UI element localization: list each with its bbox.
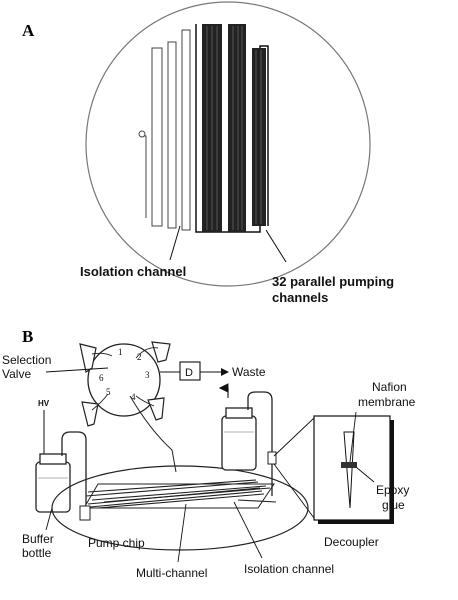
decoupler-zoom-box xyxy=(313,415,394,524)
reservoir-bottle xyxy=(221,407,257,471)
selection-valve-label-line1: Selection xyxy=(2,353,51,367)
buffer-bottle-label-line1: Buffer xyxy=(22,532,54,546)
isolation-channels xyxy=(140,29,191,231)
epoxy-leader xyxy=(355,466,375,483)
multi-channel xyxy=(79,479,275,521)
isolation-channel-label: Isolation channel xyxy=(244,562,334,576)
buffer-bottle-label-line2: bottle xyxy=(22,546,52,560)
panel-b: B 1 2 3 4 5 6 Selection xyxy=(2,327,416,580)
nafion-label-line1: Nafion xyxy=(372,380,407,394)
reservoir-tubing xyxy=(247,391,273,496)
valve-port-6: 6 xyxy=(99,373,104,383)
pump-chip-label: Pump chip xyxy=(88,536,145,550)
epoxy-label-line2: glue xyxy=(382,498,405,512)
isolation-leader-line xyxy=(169,225,181,261)
hv-label: HV xyxy=(38,399,50,408)
pumping-channels-label-line1: 32 parallel pumping xyxy=(272,274,394,289)
multi-channel-label: Multi-channel xyxy=(136,566,207,580)
isolation-port xyxy=(138,130,146,138)
nafion-label-line2: membrane xyxy=(358,395,416,409)
valve-port-2: 2 xyxy=(137,352,142,362)
detector-box xyxy=(179,361,201,381)
panel-a-letter: A xyxy=(22,21,35,40)
panel-a: A xyxy=(22,1,394,305)
decoupler-zoom-line-bottom xyxy=(273,463,315,519)
panel-b-letter: B xyxy=(22,327,33,346)
selection-valve-label-line2: Valve xyxy=(2,367,31,381)
pumping-channel-bundle-1 xyxy=(202,24,222,232)
decoupler-label: Decoupler xyxy=(324,535,379,549)
isolation-channel-chip xyxy=(237,499,277,503)
decoupler-zoom-line-top xyxy=(273,417,315,457)
chip-wafer-circle xyxy=(85,1,371,287)
selection-valve-leader xyxy=(45,367,109,373)
decoupler-junction xyxy=(267,451,277,465)
pumping-leader-line xyxy=(265,229,287,263)
pumping-channel-bundle-2 xyxy=(228,24,246,232)
nafion-leader xyxy=(349,411,357,463)
buffer-bottle-leader xyxy=(45,507,53,531)
reservoir-inlet-arrow xyxy=(218,383,229,398)
vial-tubes xyxy=(91,347,159,411)
buffer-bottle xyxy=(35,453,71,513)
waste-label: Waste xyxy=(232,365,266,379)
valve-port-5: 5 xyxy=(106,387,111,397)
multi-channel-leader xyxy=(177,503,187,563)
valve-port-3: 3 xyxy=(145,370,150,380)
valve-port-1: 1 xyxy=(118,347,123,357)
pumping-channels-label-line2: channels xyxy=(272,290,328,305)
isolation-channel-leader xyxy=(233,501,263,559)
valve-port-4: 4 xyxy=(131,392,136,402)
buffer-bottle-tubing xyxy=(61,431,87,508)
detector-label: D xyxy=(185,367,193,379)
epoxy-label-line1: Epoxy xyxy=(376,483,409,497)
pumping-channel-bundle-3 xyxy=(252,48,266,226)
valve-to-chip-tubing xyxy=(129,395,177,473)
isolation-channel-label: Isolation channel xyxy=(80,264,186,279)
selection-valve: 1 2 3 4 5 6 xyxy=(87,343,161,417)
